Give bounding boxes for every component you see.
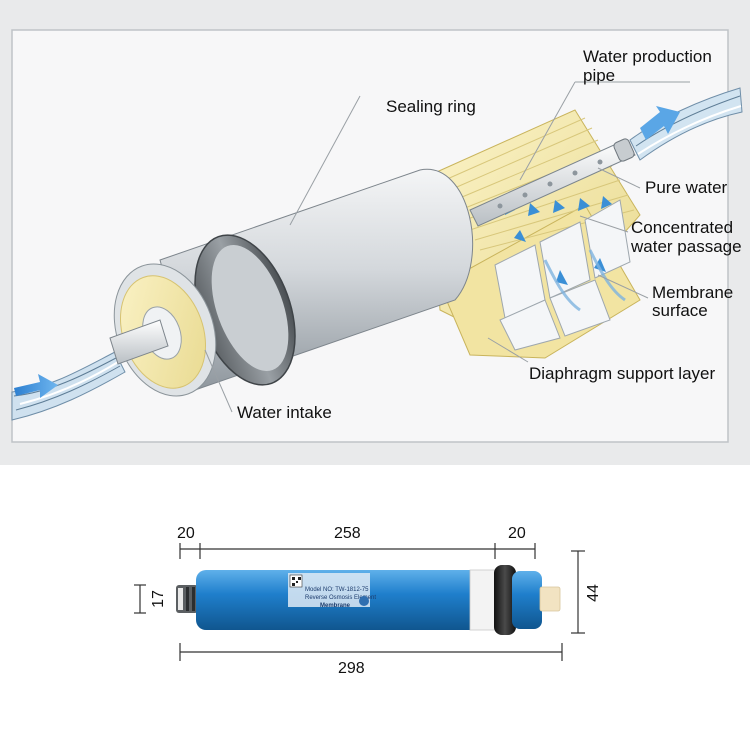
label-water-intake: Water intake	[237, 403, 332, 422]
label-model: Model NO: TW-1812-75	[305, 587, 369, 593]
membrane-housing	[109, 168, 474, 397]
label-pure-water: Pure water	[645, 178, 728, 197]
top-dimension-line	[179, 543, 536, 559]
brine-seal	[494, 565, 516, 635]
body-diameter-dimension	[571, 550, 585, 634]
dim-left-cap: 20	[177, 525, 195, 542]
product-label: Model NO: TW-1812-75 Reverse Osmosis Ele…	[288, 573, 376, 609]
dim-fitting-diameter: 17	[150, 590, 167, 608]
label-membrane-line1: Membrane	[652, 283, 733, 302]
dim-body-diameter: 44	[585, 584, 602, 602]
label-brand: Membrane	[320, 603, 351, 609]
outlet-tip	[539, 586, 561, 612]
dim-right-cap: 20	[508, 525, 526, 542]
fitting-diameter-dimension	[134, 584, 146, 614]
label-diaphragm-support-layer: Diaphragm support layer	[529, 364, 715, 383]
label-concentrated-line2: water passage	[630, 237, 742, 256]
dim-body-length: 258	[334, 525, 361, 542]
dim-total-length: 298	[338, 660, 365, 677]
label-water-production-pipe-line2: pipe	[583, 66, 615, 85]
label-type: Reverse Osmosis Element	[305, 595, 376, 601]
logo-icon	[359, 596, 369, 606]
membrane-fan	[429, 109, 641, 359]
dimension-drawing: 20 258 20 298 17 44 Model NO:	[134, 525, 602, 677]
label-concentrated-line1: Concentrated	[631, 218, 733, 237]
cutaway-diagram-panel: Water production pipe Sealing ring Pure …	[0, 0, 750, 465]
leader-lines	[204, 81, 690, 413]
ro-membrane-cartridge: Model NO: TW-1812-75 Reverse Osmosis Ele…	[176, 565, 561, 635]
pure-water-stream	[629, 87, 743, 161]
cutaway-illustration: Water production pipe Sealing ring Pure …	[11, 29, 743, 443]
bottom-dimension-line	[179, 643, 563, 661]
intake-arrow-icon	[14, 374, 58, 398]
label-water-production-pipe-line1: Water production	[583, 47, 712, 66]
label-membrane-line2: surface	[652, 301, 708, 320]
outflow-arrow-icon	[640, 106, 680, 140]
water-production-pipe	[469, 138, 636, 227]
label-sealing-ring: Sealing ring	[386, 97, 476, 116]
